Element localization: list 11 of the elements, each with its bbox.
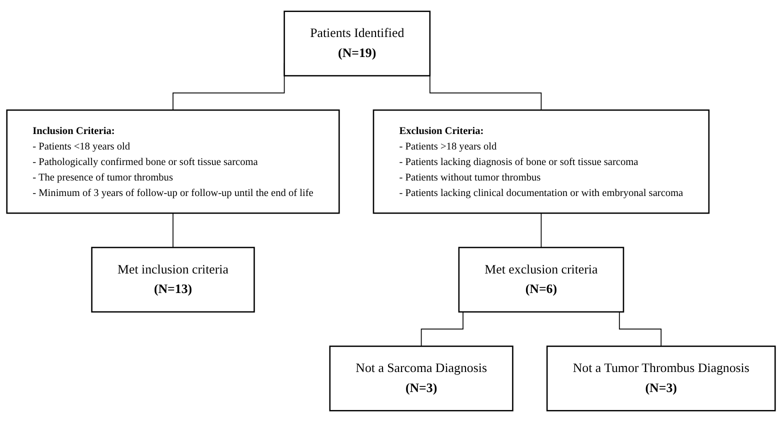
connector [540, 212, 542, 248]
node-box: Inclusion Criteria: - Patients <18 years old - Pathologically confirmed bone or soft tissue sarcoma - The presence of tumor thrombus - Minimum of 3 years of follow-up or follow-up until the end of life [6, 109, 340, 214]
connector [420, 311, 464, 347]
connector [618, 311, 662, 347]
node-box: Exclusion Criteria: - Patients >18 years old - Patients lacking diagnosis of bone or soft tissue sarcoma - Patients without tumor thrombus - Patients lacking clinical documentation or with embryonal sarcoma [372, 109, 710, 214]
node-box: Patients Identified (N=19) [284, 10, 431, 76]
node-box: Met exclusion criteria (N=6) [458, 246, 624, 313]
node-box: Not a Sarcoma Diagnosis (N=3) [329, 346, 514, 412]
node-box: Met inclusion criteria (N=13) [91, 246, 255, 313]
node-box: Not a Tumor Thrombus Diagnosis (N=3) [546, 346, 776, 412]
connector [172, 212, 174, 248]
